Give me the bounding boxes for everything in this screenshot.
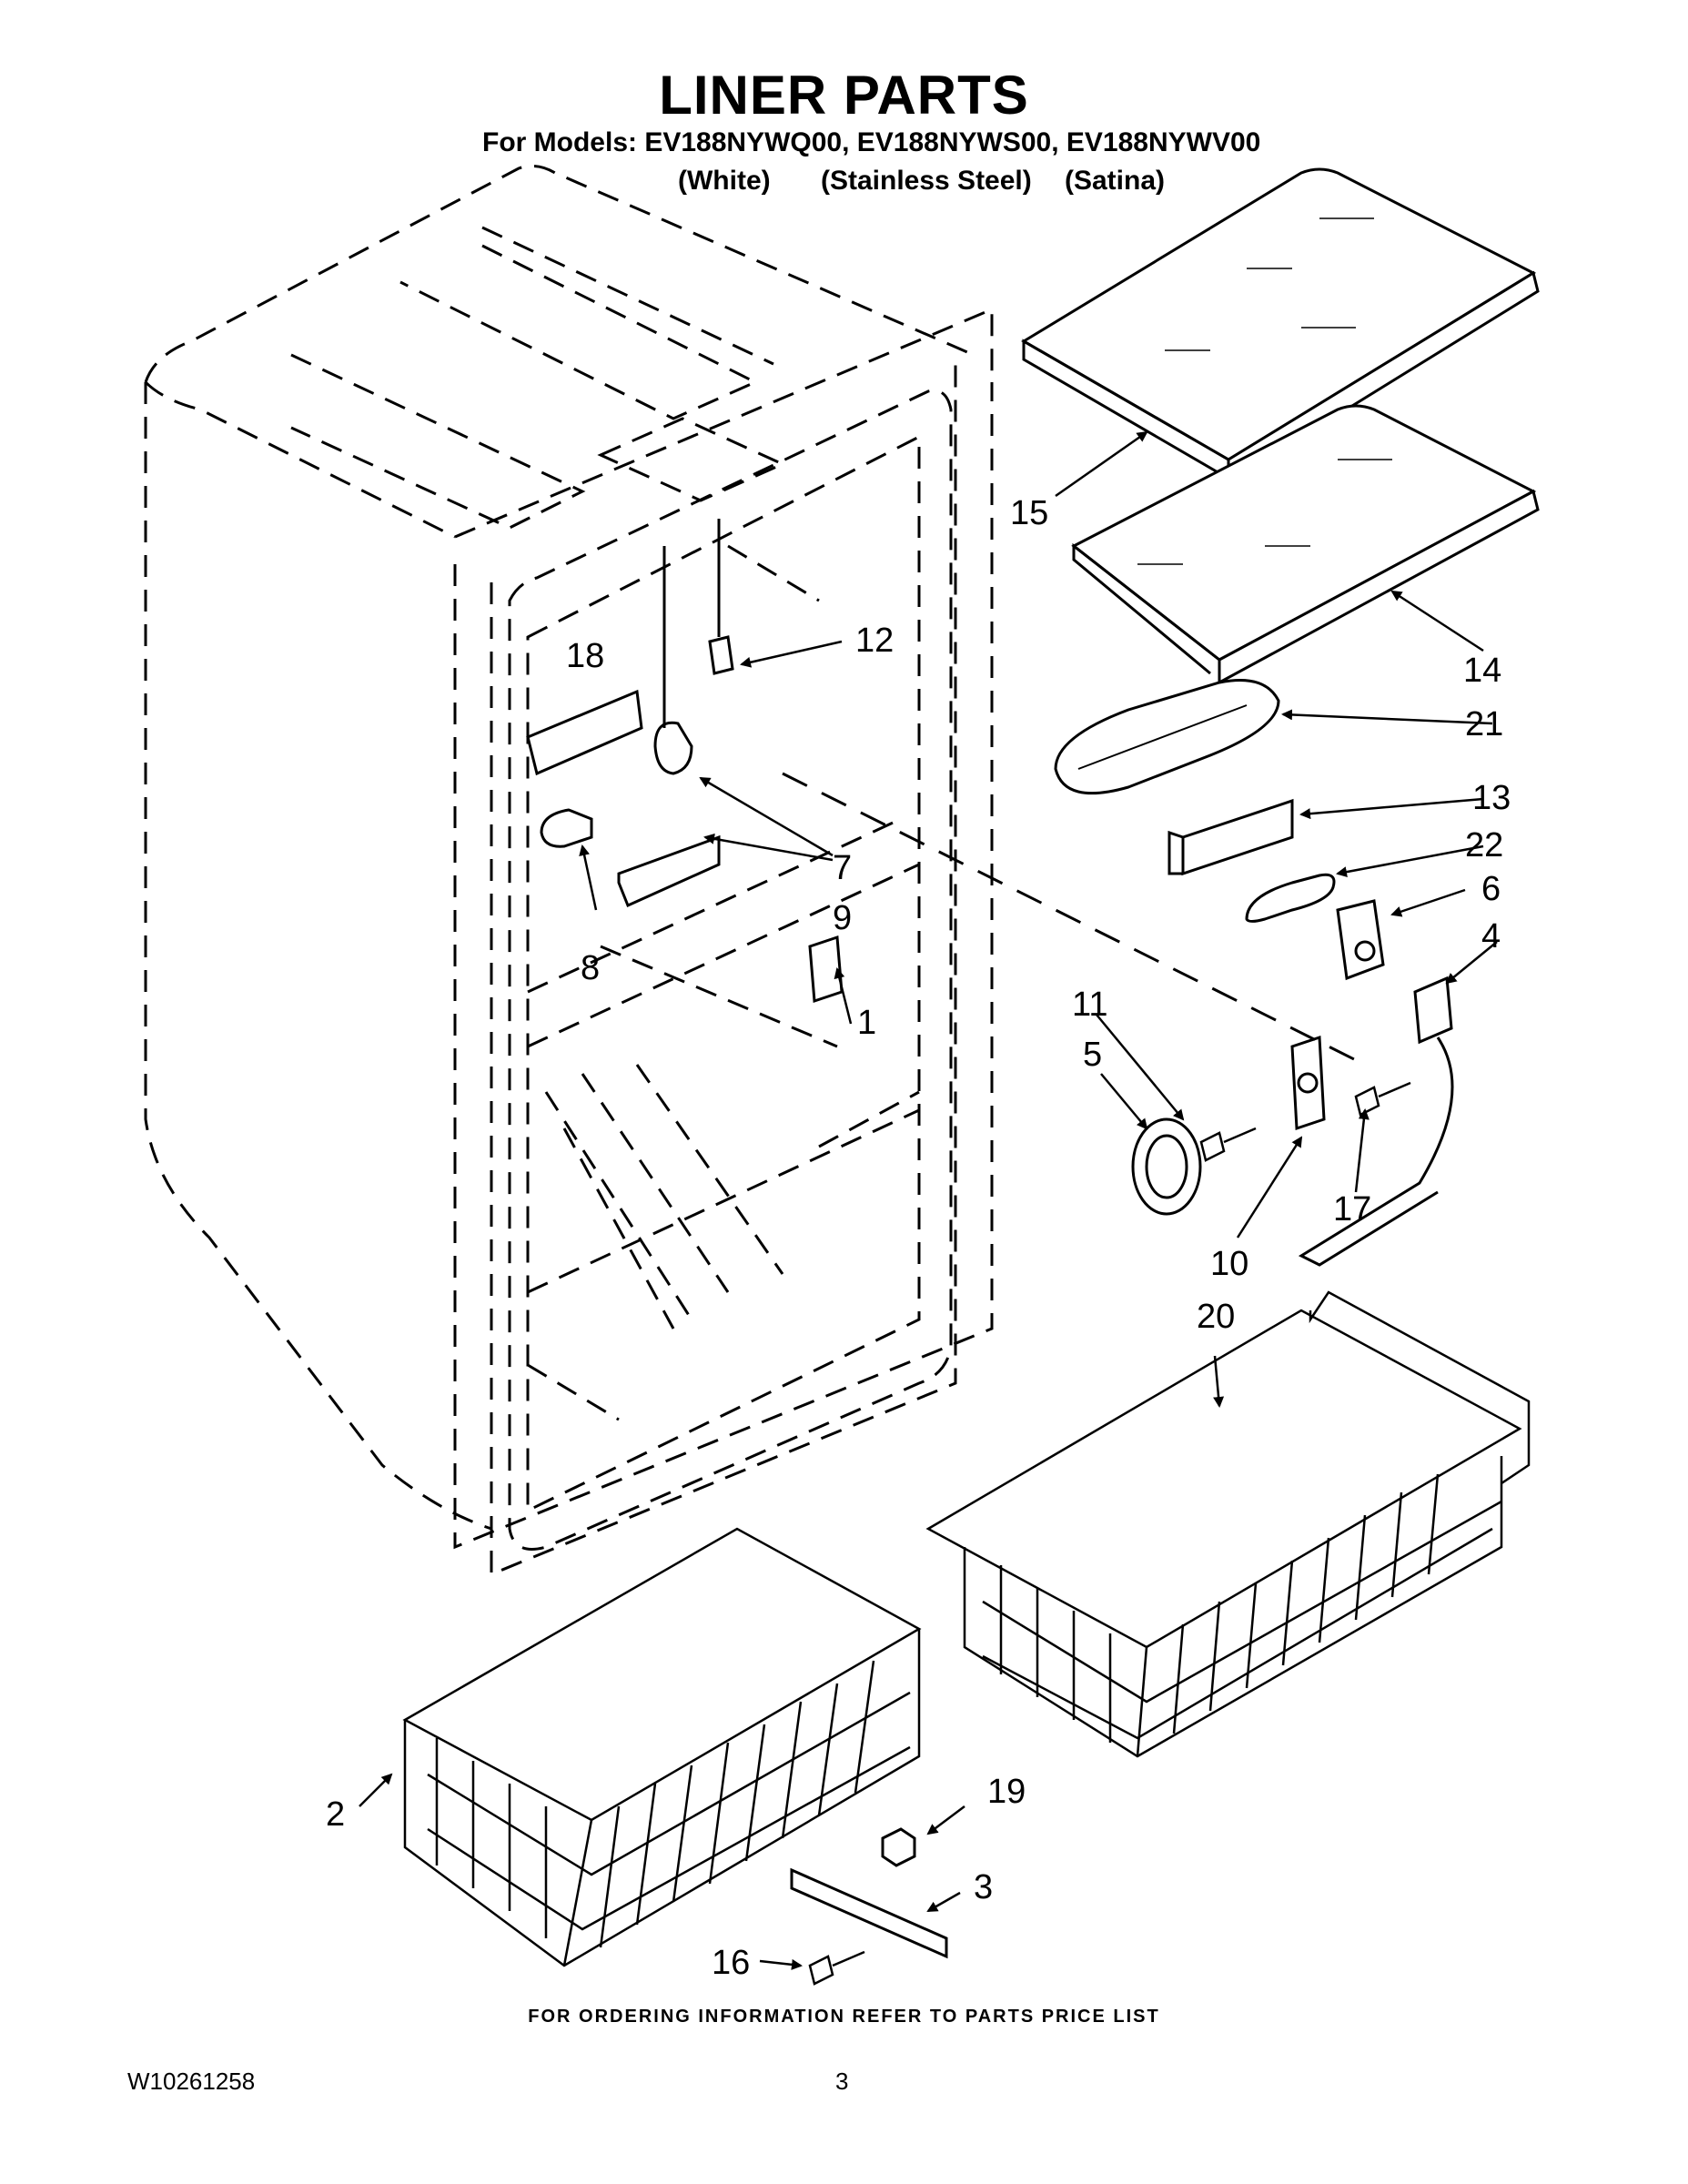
callout-8: 8 xyxy=(581,949,601,987)
arrow-5 xyxy=(1100,1073,1148,1130)
part-5-knob xyxy=(1131,1117,1202,1216)
leader-arrows xyxy=(359,430,1498,1970)
callout-3: 3 xyxy=(974,1868,994,1906)
page-number: 3 xyxy=(835,2068,849,2095)
callout-11: 11 xyxy=(1072,986,1108,1024)
part-18 xyxy=(526,689,643,776)
part-2-wire-basket xyxy=(402,1527,922,1967)
callout-1: 1 xyxy=(857,1004,877,1042)
callout-9: 9 xyxy=(833,899,853,937)
variant-satina: (Satina) xyxy=(1065,166,1166,196)
part-9 xyxy=(617,834,721,908)
arrow-21 xyxy=(1281,709,1493,725)
callout-17: 17 xyxy=(1333,1190,1372,1228)
arrow-8 xyxy=(579,844,598,911)
arrow-1 xyxy=(834,967,853,1025)
arrow-16 xyxy=(759,1958,803,1970)
screw-parts xyxy=(808,1081,1411,1986)
part-6-control xyxy=(1336,899,1385,981)
arrow-3 xyxy=(926,1891,961,1913)
callout-7: 7 xyxy=(833,849,853,887)
callout-2: 2 xyxy=(326,1795,346,1834)
part-14-glass-shelf xyxy=(1071,404,1540,685)
page-title: LINER PARTS xyxy=(659,65,1029,126)
callout-21: 21 xyxy=(1465,705,1504,743)
part-7 xyxy=(653,721,693,775)
light-assembly xyxy=(526,519,1357,1062)
part-20-wire-basket xyxy=(925,1290,1531,1758)
arrow-10 xyxy=(1236,1136,1303,1239)
basket-supports xyxy=(790,1827,948,1959)
callout-6: 6 xyxy=(1481,870,1501,908)
part-3 xyxy=(790,1867,948,1959)
callout-15: 15 xyxy=(1010,494,1049,532)
arrow-12 xyxy=(740,640,843,668)
part-19 xyxy=(881,1827,916,1867)
variant-stainless-steel: (Stainless Steel) xyxy=(821,166,1032,196)
callout-12: 12 xyxy=(855,622,895,660)
part-15-glass-shelf xyxy=(1021,167,1540,485)
part-8 xyxy=(540,808,593,848)
part-21-light-shield xyxy=(1054,679,1280,795)
arrow-4 xyxy=(1445,941,1498,985)
callout-4: 4 xyxy=(1481,917,1501,956)
variant-white: (White) xyxy=(678,166,771,196)
arrow-20 xyxy=(1213,1355,1225,1408)
callout-22: 22 xyxy=(1465,826,1504,864)
document-number: W10261258 xyxy=(127,2068,256,2095)
callout-5: 5 xyxy=(1083,1036,1103,1074)
part-1 xyxy=(808,935,844,1004)
arrow-11 xyxy=(1096,1014,1185,1121)
arrow-7 xyxy=(699,776,834,857)
part-4-switch xyxy=(1298,976,1454,1267)
arrow-19 xyxy=(926,1805,965,1835)
arrow-22 xyxy=(1336,844,1484,878)
arrow-15 xyxy=(1055,430,1148,498)
callout-10: 10 xyxy=(1210,1245,1249,1283)
part-22-lens xyxy=(1245,873,1336,923)
arrow-17 xyxy=(1354,1108,1370,1193)
callout-14: 14 xyxy=(1463,652,1502,690)
arrow-2 xyxy=(359,1773,393,1807)
callout-20: 20 xyxy=(1197,1298,1236,1336)
part-12 xyxy=(708,635,734,675)
part-10-plate xyxy=(1290,1035,1326,1131)
models-line: For Models: EV188NYWQ00, EV188NYWS00, EV… xyxy=(482,127,1261,157)
callout-13: 13 xyxy=(1472,779,1511,817)
ordering-note: FOR ORDERING INFORMATION REFER TO PARTS … xyxy=(528,2007,1160,2027)
callout-18: 18 xyxy=(566,637,605,675)
arrow-6 xyxy=(1390,888,1466,917)
cabinet-liner-outline xyxy=(144,164,994,1577)
part-13-bracket xyxy=(1167,798,1294,876)
callout-16: 16 xyxy=(712,1944,751,1982)
arrow-14 xyxy=(1390,590,1484,652)
callout-19: 19 xyxy=(987,1773,1026,1811)
arrow-9 xyxy=(703,833,834,862)
arrow-13 xyxy=(1299,797,1484,820)
